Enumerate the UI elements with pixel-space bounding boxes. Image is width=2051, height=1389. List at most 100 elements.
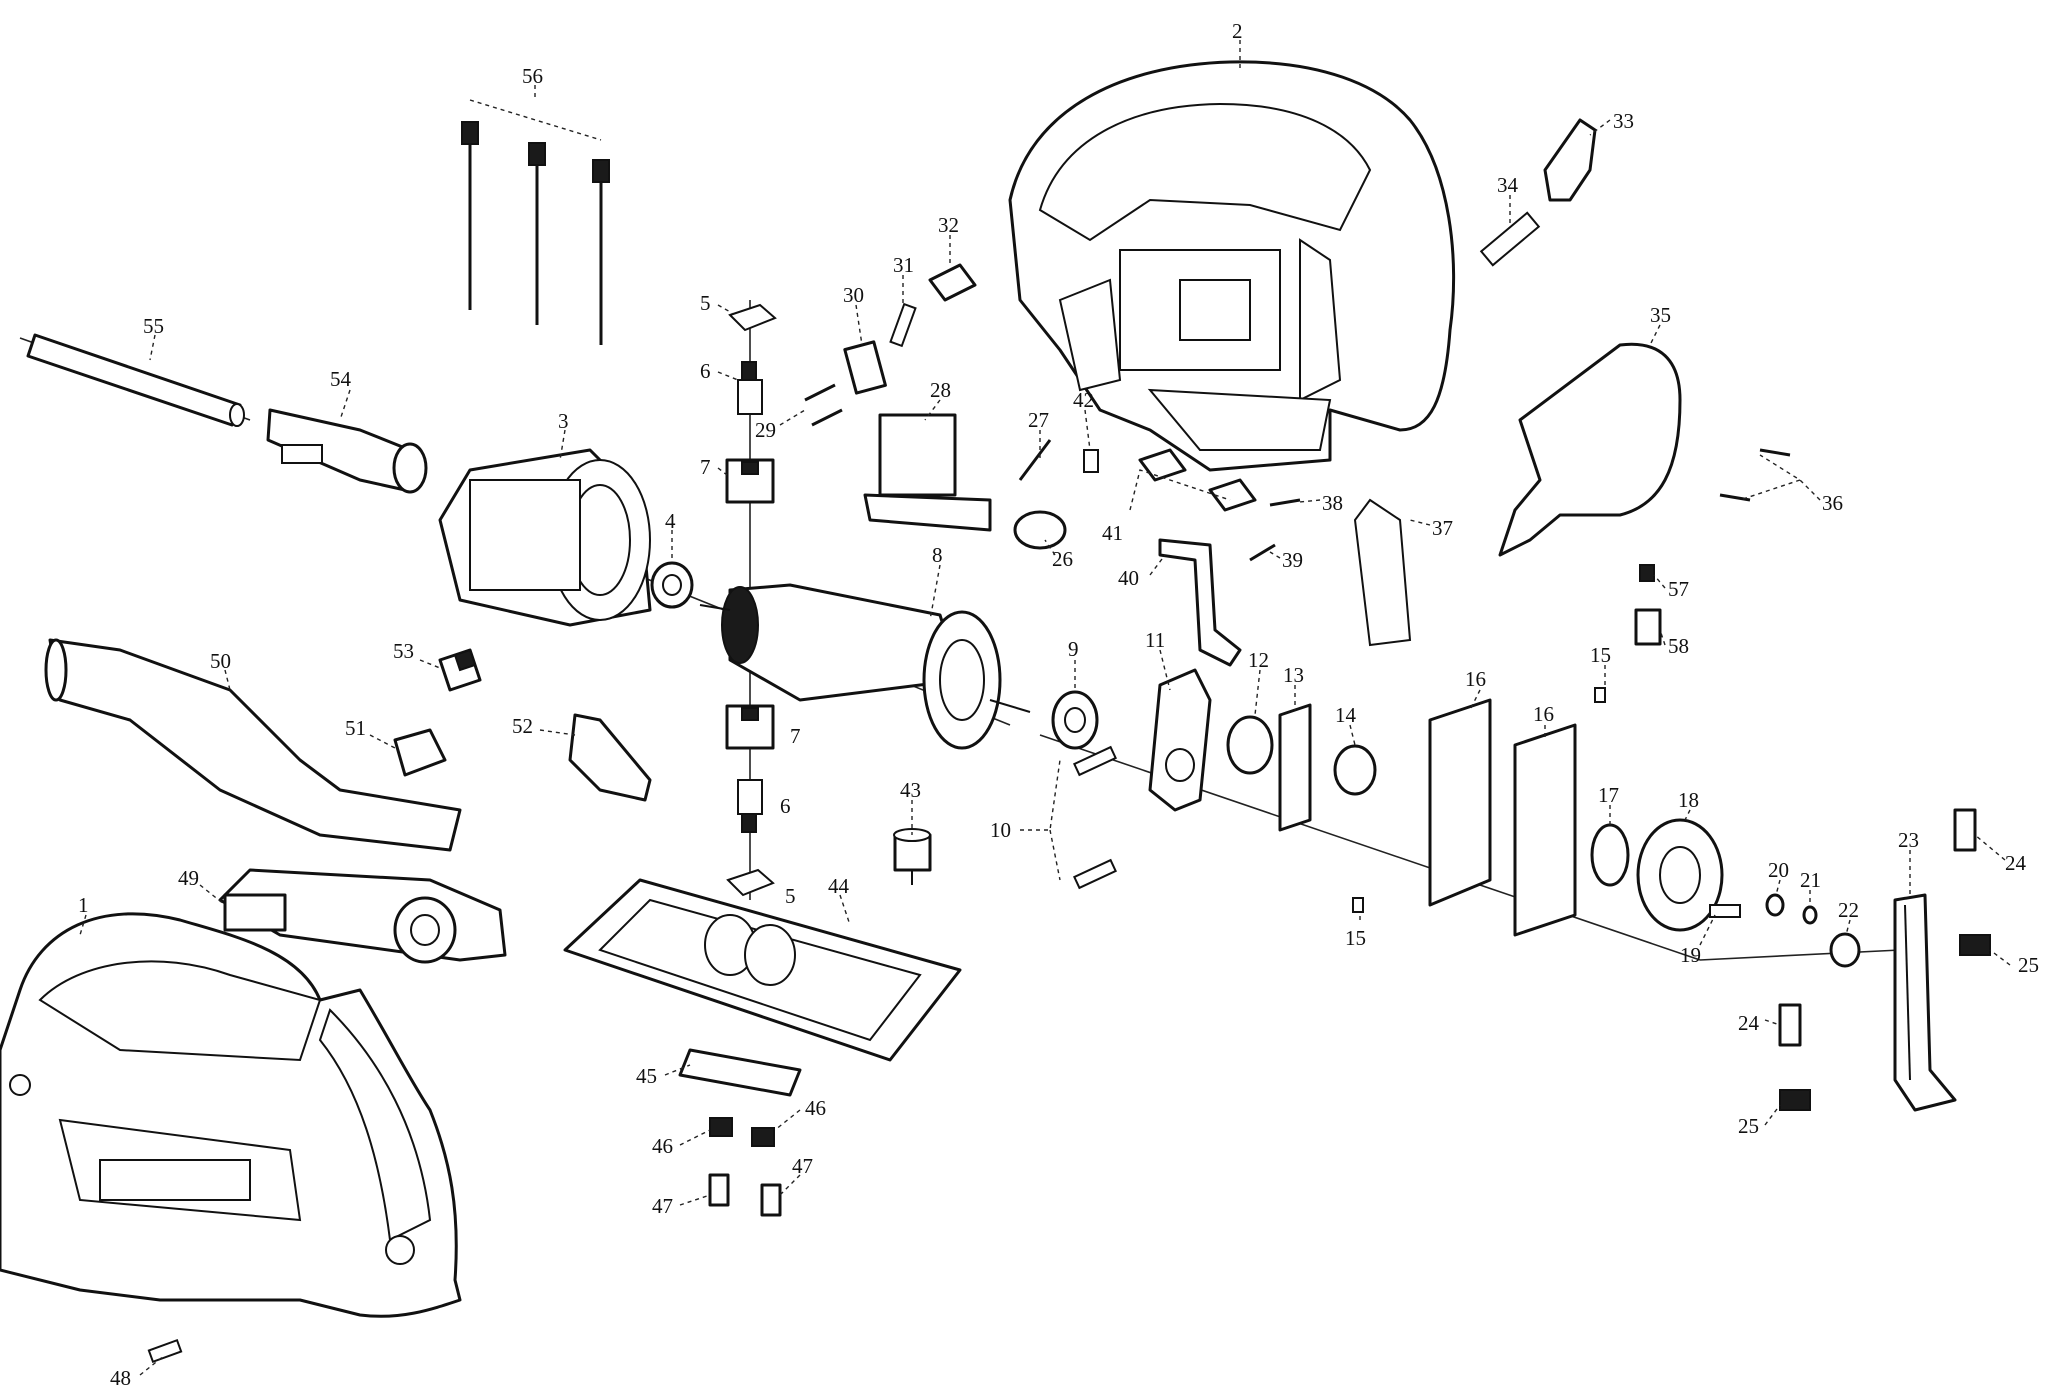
part-37-wire-bail	[1353, 498, 1412, 647]
callout-50: 50	[210, 649, 231, 673]
part-8-armature	[699, 583, 1031, 750]
callout-2: 2	[1232, 19, 1243, 43]
part-4-bearing	[650, 561, 694, 609]
part-17-ring	[1590, 823, 1630, 887]
callout-numbers: 1 2 3 4 5 5 6 6 7 7 8 9 10 11 12 13 14 1…	[78, 19, 2039, 1389]
callout-33: 33	[1613, 109, 1634, 133]
part-24-clips	[1778, 808, 1977, 1047]
callout-5-top: 5	[700, 291, 711, 315]
part-55-rod	[26, 333, 245, 427]
callout-26: 26	[1052, 547, 1073, 571]
callout-24-a: 24	[2005, 851, 2027, 875]
callout-1: 1	[78, 893, 89, 917]
part-34-pin	[1479, 211, 1541, 267]
part-16-plates	[1428, 698, 1577, 937]
callout-9: 9	[1068, 637, 1079, 661]
part-10-screws	[1073, 745, 1117, 890]
part-18-gear	[1636, 818, 1724, 932]
callout-27: 27	[1028, 408, 1049, 432]
part-26-cam	[1013, 510, 1067, 550]
callout-6-top: 6	[700, 359, 711, 383]
part-27-spring	[1018, 439, 1052, 481]
callout-53: 53	[393, 639, 414, 663]
part-52-trigger	[568, 713, 652, 802]
part-15-pins	[1352, 687, 1606, 913]
callout-14: 14	[1335, 703, 1357, 727]
callout-16-a: 16	[1465, 667, 1486, 691]
part-14-bushing	[1333, 744, 1377, 796]
callout-41: 41	[1102, 521, 1123, 545]
part-30-clamp	[843, 340, 887, 395]
callout-48: 48	[110, 1366, 131, 1389]
callout-18: 18	[1678, 788, 1699, 812]
callout-40: 40	[1118, 566, 1139, 590]
part-49-support-arm	[218, 868, 507, 964]
callout-58: 58	[1668, 634, 1689, 658]
part-23-plunger	[1893, 893, 1957, 1112]
callout-44: 44	[828, 874, 850, 898]
callout-7-bottom: 7	[790, 724, 801, 748]
part-35-guard	[1498, 342, 1682, 557]
callout-35: 35	[1650, 303, 1671, 327]
callout-3: 3	[558, 409, 569, 433]
callout-20: 20	[1768, 858, 1789, 882]
callout-57: 57	[1668, 577, 1689, 601]
part-7-brush-holders	[725, 458, 775, 750]
part-5-brush-caps	[726, 303, 777, 897]
callout-38: 38	[1322, 491, 1343, 515]
callout-39: 39	[1282, 548, 1303, 572]
callout-43: 43	[900, 778, 921, 802]
part-6-carbon-brushes	[737, 361, 763, 833]
callout-28: 28	[930, 378, 951, 402]
callout-46-a: 46	[652, 1134, 673, 1158]
part-28-switch	[863, 413, 992, 532]
part-40-lever	[1158, 538, 1242, 667]
part-20-21-22	[1765, 893, 1861, 968]
callout-56: 56	[522, 64, 543, 88]
callout-8: 8	[932, 543, 943, 567]
callout-30: 30	[843, 283, 864, 307]
leader-lines	[79, 40, 2011, 1376]
callout-24-b: 24	[1738, 1011, 1760, 1035]
part-41-pads	[1138, 448, 1257, 512]
callout-42: 42	[1073, 388, 1094, 412]
part-9-bearing	[1051, 690, 1099, 750]
part-13-plate	[1278, 703, 1312, 832]
callout-7-top: 7	[700, 455, 711, 479]
callout-12: 12	[1248, 648, 1269, 672]
part-29-screws	[804, 383, 843, 427]
callout-13: 13	[1283, 663, 1304, 687]
part-33-knob	[1543, 118, 1597, 202]
part-45-guide	[678, 1048, 802, 1097]
callout-47-a: 47	[652, 1194, 673, 1218]
part-43-roller	[893, 828, 932, 885]
callout-22: 22	[1838, 898, 1859, 922]
callout-21: 21	[1800, 868, 1821, 892]
callout-55: 55	[143, 314, 164, 338]
part-53-switch-block	[438, 648, 482, 692]
part-39-pin	[1249, 543, 1276, 562]
part-19-pin	[1709, 904, 1741, 918]
part-2-housing-half	[1008, 60, 1456, 472]
part-1-body-half	[0, 912, 462, 1318]
callout-45: 45	[636, 1064, 657, 1088]
callout-16-b: 16	[1533, 702, 1554, 726]
callout-19: 19	[1680, 943, 1701, 967]
callout-15-bottom: 15	[1345, 926, 1366, 950]
part-51-clip	[393, 728, 447, 777]
part-54-handle	[266, 408, 428, 494]
part-50-dust-tube	[44, 638, 462, 852]
part-42-screw	[1083, 449, 1099, 473]
callout-25-a: 25	[2018, 953, 2039, 977]
part-12-washer	[1226, 715, 1274, 775]
callout-46-b: 46	[805, 1096, 826, 1120]
callout-10: 10	[990, 818, 1011, 842]
callout-29: 29	[755, 418, 776, 442]
part-46-nuts	[709, 1117, 775, 1147]
part-56-cords	[461, 99, 610, 345]
callout-4: 4	[665, 509, 676, 533]
callout-25-b: 25	[1738, 1114, 1759, 1138]
part-3-stator	[438, 448, 652, 627]
part-32-block	[928, 263, 977, 302]
callout-15-top: 15	[1590, 643, 1611, 667]
